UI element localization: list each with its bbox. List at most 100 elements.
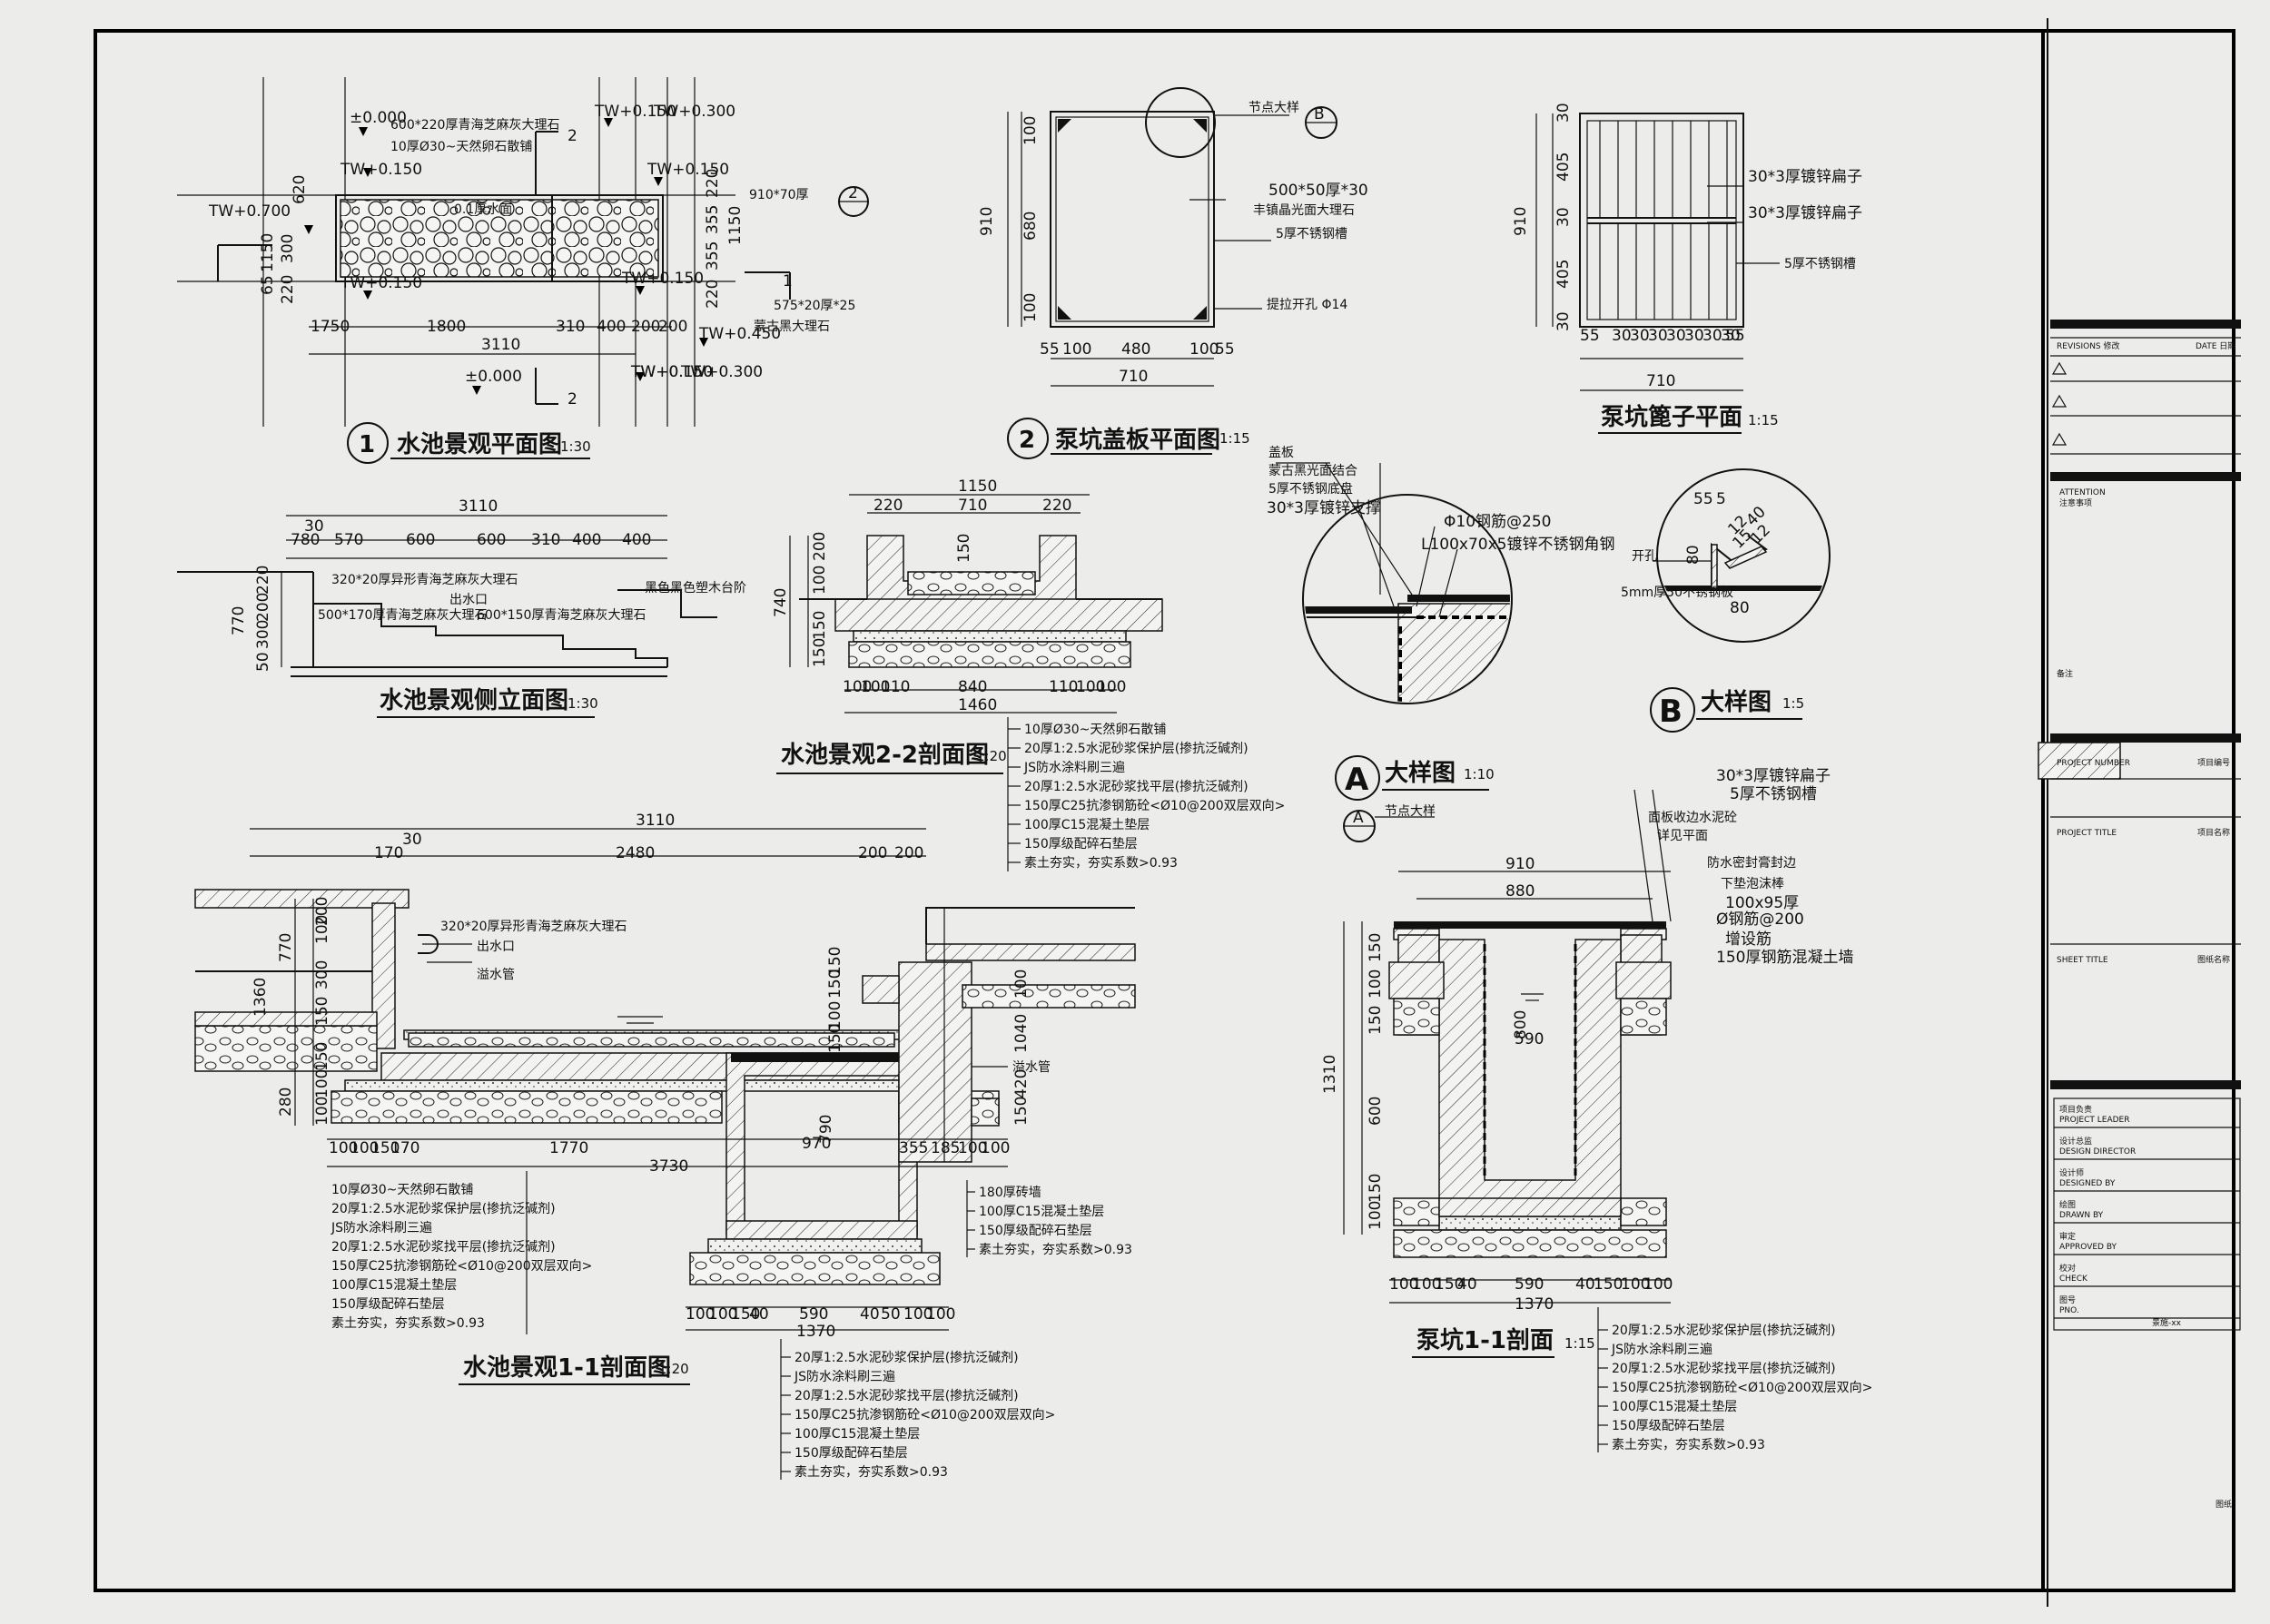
svg-text:770: 770 xyxy=(277,933,295,962)
svg-text:220: 220 xyxy=(279,275,297,304)
layer-note: 150厚C25抗渗钢筋砼<Ø10@200双层双向> xyxy=(1612,1380,1872,1395)
svg-text:TW+0.150: TW+0.150 xyxy=(646,161,729,179)
plan-title: 水池景观平面图 xyxy=(397,431,562,458)
svg-text:30: 30 xyxy=(304,517,324,536)
svg-text:蒙古黑大理石: 蒙古黑大理石 xyxy=(754,320,830,334)
svg-text:600*150厚青海芝麻灰大理石: 600*150厚青海芝麻灰大理石 xyxy=(477,608,646,623)
grate-dim: 30 xyxy=(1630,327,1650,345)
detail-b: 开孔 5mm厚50不锈钢板 55 5 12 40 12 15 80 80 B 大… xyxy=(1621,468,1831,733)
layer-note: 20厚1:2.5水泥砂浆找平层(掺抗泛碱剂) xyxy=(1612,1361,1836,1376)
svg-text:100: 100 xyxy=(329,1139,358,1157)
svg-text:840: 840 xyxy=(958,678,987,696)
tb-row-en: DESIGNED BY xyxy=(2059,1179,2116,1188)
sec11-layer-notes-left: 10厚Ø30~天然卵石散铺20厚1:2.5水泥砂浆保护层(掺抗泛碱剂)JS防水涂… xyxy=(331,1182,592,1331)
plan-note: 600*220厚青海芝麻灰大理石 xyxy=(390,118,559,133)
svg-text:1:15: 1:15 xyxy=(1219,430,1250,447)
svg-text:2480: 2480 xyxy=(616,844,655,862)
svg-text:800: 800 xyxy=(1512,1010,1530,1039)
pit-note: Ø钢筋@200 xyxy=(1716,910,1804,929)
detail-b-letter: B xyxy=(1659,694,1683,730)
svg-text:100: 100 xyxy=(1412,1275,1441,1294)
svg-text:910: 910 xyxy=(1512,207,1530,236)
svg-text:355: 355 xyxy=(704,241,722,271)
svg-text:1: 1 xyxy=(783,272,793,290)
grate-bars xyxy=(1599,121,1728,320)
svg-text:30: 30 xyxy=(1554,103,1573,123)
layer-note: 100厚C15混凝土垫层 xyxy=(979,1205,1104,1219)
grate-dim: 30 xyxy=(1666,327,1686,345)
layer-note: 150厚C25抗渗钢筋砼<Ø10@200双层双向> xyxy=(794,1407,1055,1422)
layer-note: 100厚C15混凝土垫层 xyxy=(331,1278,457,1293)
svg-text:黑色黑色塑木台阶: 黑色黑色塑木台阶 xyxy=(645,580,746,595)
svg-text:150: 150 xyxy=(826,947,844,976)
svg-text:200: 200 xyxy=(313,897,331,926)
svg-text:600: 600 xyxy=(406,531,435,549)
svg-text:300: 300 xyxy=(254,620,272,649)
layer-note: 150厚C25抗渗钢筋砼<Ø10@200双层双向> xyxy=(331,1258,592,1274)
sec22-layer-notes: 10厚Ø30~天然卵石散铺20厚1:2.5水泥砂浆保护层(掺抗泛碱剂)JS防水涂… xyxy=(1008,722,1285,871)
layer-note: 10厚Ø30~天然卵石散铺 xyxy=(331,1182,473,1197)
svg-text:5: 5 xyxy=(1716,490,1726,508)
svg-text:150: 150 xyxy=(370,1139,400,1157)
svg-text:TW+0.150: TW+0.150 xyxy=(340,161,422,179)
svg-text:项目名称: 项目名称 xyxy=(2197,827,2230,838)
svg-text:575*20厚*25: 575*20厚*25 xyxy=(774,299,855,313)
tb-row-en: DRAWN BY xyxy=(2059,1211,2104,1220)
svg-text:480: 480 xyxy=(1121,340,1150,359)
svg-text:100: 100 xyxy=(1643,1275,1673,1294)
tb-row-en: PNO. xyxy=(2059,1306,2079,1315)
svg-text:备注: 备注 xyxy=(2057,668,2073,679)
pit11-title: 泵坑1-1剖面 xyxy=(1416,1326,1554,1354)
pit-note: 增设筋 xyxy=(1725,930,1772,949)
svg-text:55: 55 xyxy=(1580,327,1600,345)
svg-text:盖板: 盖板 xyxy=(1268,446,1294,460)
svg-text:100: 100 xyxy=(958,1139,987,1157)
svg-text:40: 40 xyxy=(1575,1275,1595,1294)
drawing-frame xyxy=(94,29,2235,1592)
svg-text:1360: 1360 xyxy=(252,978,270,1017)
tb-row-cn: 校对 xyxy=(2059,1263,2076,1274)
svg-text:200: 200 xyxy=(254,593,272,622)
pit-note: 150厚钢筋混凝土墙 xyxy=(1716,949,1853,967)
svg-text:200: 200 xyxy=(658,318,687,336)
svg-text:1:5: 1:5 xyxy=(1782,695,1804,712)
svg-text:300: 300 xyxy=(279,234,297,263)
svg-text:300: 300 xyxy=(313,960,331,989)
svg-text:30*3厚镀锌支撑: 30*3厚镀锌支撑 xyxy=(1267,499,1381,517)
grate-dim: 30 xyxy=(1648,327,1668,345)
svg-text:400: 400 xyxy=(597,318,626,336)
plan-number: 1 xyxy=(359,431,375,458)
svg-text:1150: 1150 xyxy=(259,233,277,272)
layer-note: 素土夯实，夯实系数>0.93 xyxy=(1612,1438,1765,1452)
tb-row-cn: 设计师 xyxy=(2059,1167,2084,1178)
svg-text:220: 220 xyxy=(1042,497,1071,515)
svg-text:100: 100 xyxy=(1012,969,1031,999)
layer-note: JS防水涂料刷三遍 xyxy=(1611,1343,1712,1357)
svg-text:100: 100 xyxy=(981,1139,1010,1157)
svg-text:200: 200 xyxy=(811,532,829,561)
svg-text:910*70厚: 910*70厚 xyxy=(749,188,809,202)
detail-a-letter: A xyxy=(1345,762,1369,798)
svg-text:1370: 1370 xyxy=(796,1323,835,1341)
svg-text:310: 310 xyxy=(556,318,585,336)
svg-text:溢水管: 溢水管 xyxy=(477,968,515,982)
tb-row-cn: 图号 xyxy=(2059,1295,2076,1305)
svg-text:节点大样: 节点大样 xyxy=(1248,101,1299,115)
svg-text:185: 185 xyxy=(931,1139,960,1157)
layer-note: 20厚1:2.5水泥砂浆找平层(掺抗泛碱剂) xyxy=(331,1239,556,1255)
layer-note: 20厚1:2.5水泥砂浆保护层(掺抗泛碱剂) xyxy=(794,1350,1019,1365)
svg-text:0.1厚水面: 0.1厚水面 xyxy=(454,202,512,217)
svg-text:注意事项: 注意事项 xyxy=(2059,497,2092,508)
svg-text:150: 150 xyxy=(1012,1097,1031,1126)
sec22-title: 水池景观2-2剖面图 xyxy=(781,741,989,769)
pit-note: 防水密封膏封边 xyxy=(1707,855,1796,871)
svg-text:100: 100 xyxy=(1097,678,1126,696)
svg-text:405: 405 xyxy=(1554,153,1573,182)
tb-row-en: PROJECT LEADER xyxy=(2059,1116,2129,1125)
svg-text:320*20厚异形青海芝麻灰大理石: 320*20厚异形青海芝麻灰大理石 xyxy=(440,920,627,934)
svg-text:65: 65 xyxy=(259,275,277,295)
svg-text:100: 100 xyxy=(1022,116,1040,145)
svg-text:55: 55 xyxy=(1040,340,1060,359)
layer-note: 素土夯实，夯实系数>0.93 xyxy=(331,1316,485,1331)
